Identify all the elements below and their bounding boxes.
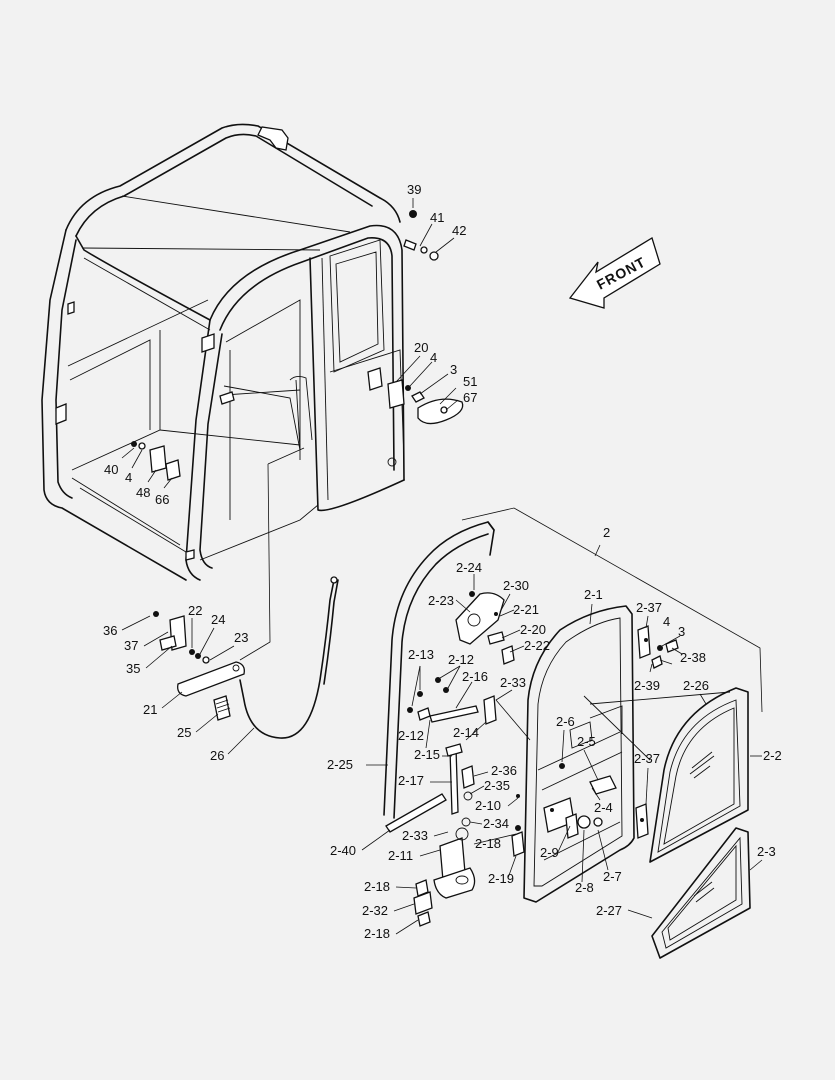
label-2-33-lower: 2-33 — [402, 828, 428, 843]
door-frame — [523, 605, 731, 903]
label-2-38: 2-38 — [680, 650, 706, 665]
label-4-hinge: 4 — [663, 614, 670, 629]
label-25: 25 — [177, 725, 191, 740]
label-2-26: 2-26 — [683, 678, 709, 693]
upper-window-glass — [649, 687, 749, 863]
label-4-catch: 4 — [430, 350, 437, 365]
label-2-18-b: 2-18 — [364, 879, 390, 894]
label-2-34: 2-34 — [483, 816, 509, 831]
hinge-upper — [637, 625, 651, 659]
label-2-25: 2-25 — [327, 757, 353, 772]
label-2-3: 2-3 — [757, 844, 776, 859]
lock-bracket — [433, 825, 525, 899]
label-2-12-lower: 2-12 — [398, 728, 424, 743]
lever-parts — [153, 611, 245, 721]
label-2-14: 2-14 — [453, 725, 479, 740]
label-2-11: 2-11 — [388, 848, 413, 863]
label-2-21: 2-21 — [513, 602, 539, 617]
inner-handle-parts — [543, 763, 617, 839]
label-2-23: 2-23 — [428, 593, 454, 608]
label-2-40: 2-40 — [330, 843, 356, 858]
label-2-30: 2-30 — [503, 578, 529, 593]
label-24: 24 — [211, 612, 225, 627]
lower-window-glass — [651, 827, 751, 959]
label-2-4: 2-4 — [594, 800, 613, 815]
label-2-24: 2-24 — [456, 560, 482, 575]
label-35: 35 — [126, 661, 140, 676]
label-2-35: 2-35 — [484, 778, 510, 793]
label-67: 67 — [463, 390, 477, 405]
label-2-27: 2-27 — [596, 903, 622, 918]
label-2-18-a: 2-18 — [475, 836, 501, 851]
label-2-22: 2-22 — [524, 638, 550, 653]
label-22: 22 — [188, 603, 202, 618]
label-37: 37 — [124, 638, 138, 653]
label-3-catch: 3 — [450, 362, 457, 377]
label-2-36: 2-36 — [491, 763, 517, 778]
callout-labels: 39 41 42 20 4 3 51 67 40 4 48 66 2 2-24 … — [103, 182, 782, 941]
label-2-6: 2-6 — [556, 714, 575, 729]
label-26: 26 — [210, 748, 224, 763]
pin-rod — [445, 743, 520, 827]
label-2-2: 2-2 — [763, 748, 782, 763]
label-42: 42 — [452, 223, 466, 238]
label-20: 20 — [414, 340, 428, 355]
label-21: 21 — [143, 702, 157, 717]
label-40: 40 — [104, 462, 118, 477]
label-2-12-upper: 2-12 — [448, 652, 474, 667]
leader-lines — [121, 574, 763, 935]
label-66: 66 — [155, 492, 169, 507]
hinge-bolts — [649, 635, 683, 673]
label-2-32: 2-32 — [362, 903, 388, 918]
floor-bracket-parts — [121, 441, 181, 489]
label-2-19: 2-19 — [488, 871, 514, 886]
label-2-5: 2-5 — [577, 734, 596, 749]
label-41: 41 — [430, 210, 444, 225]
label-2-37-lower: 2-37 — [634, 751, 660, 766]
door-assembly-bracket — [461, 507, 763, 713]
label-2-18-c: 2-18 — [364, 926, 390, 941]
label-2-7: 2-7 — [603, 869, 622, 884]
label-2-33-upper: 2-33 — [500, 675, 526, 690]
label-2-1: 2-1 — [584, 587, 603, 602]
door-seal — [383, 521, 495, 819]
label-2-8: 2-8 — [575, 880, 594, 895]
label-2: 2 — [603, 525, 610, 540]
front-arrow: FRONT — [568, 237, 661, 309]
label-2-20: 2-20 — [520, 622, 546, 637]
label-2-17: 2-17 — [398, 773, 424, 788]
release-cable — [239, 447, 339, 739]
latch-assembly — [455, 591, 515, 665]
label-2-15: 2-15 — [414, 747, 440, 762]
label-51: 51 — [463, 374, 477, 389]
label-2-16: 2-16 — [462, 669, 488, 684]
label-48: 48 — [136, 485, 150, 500]
door-catch-parts — [367, 355, 464, 425]
rod-link-parts — [407, 665, 497, 725]
catch-small-parts — [413, 879, 433, 927]
cab-frame — [41, 123, 405, 581]
label-4-floor: 4 — [125, 470, 132, 485]
label-39: 39 — [407, 182, 421, 197]
strip-2-40 — [385, 793, 447, 833]
striker-parts — [403, 198, 455, 261]
label-3-hinge: 3 — [678, 624, 685, 639]
label-2-10: 2-10 — [475, 798, 501, 813]
label-2-13: 2-13 — [408, 647, 434, 662]
label-2-39: 2-39 — [634, 678, 660, 693]
label-2-37-upper: 2-37 — [636, 600, 662, 615]
label-23: 23 — [234, 630, 248, 645]
label-36: 36 — [103, 623, 117, 638]
label-2-9: 2-9 — [540, 845, 559, 860]
hinge-lower — [635, 803, 649, 839]
